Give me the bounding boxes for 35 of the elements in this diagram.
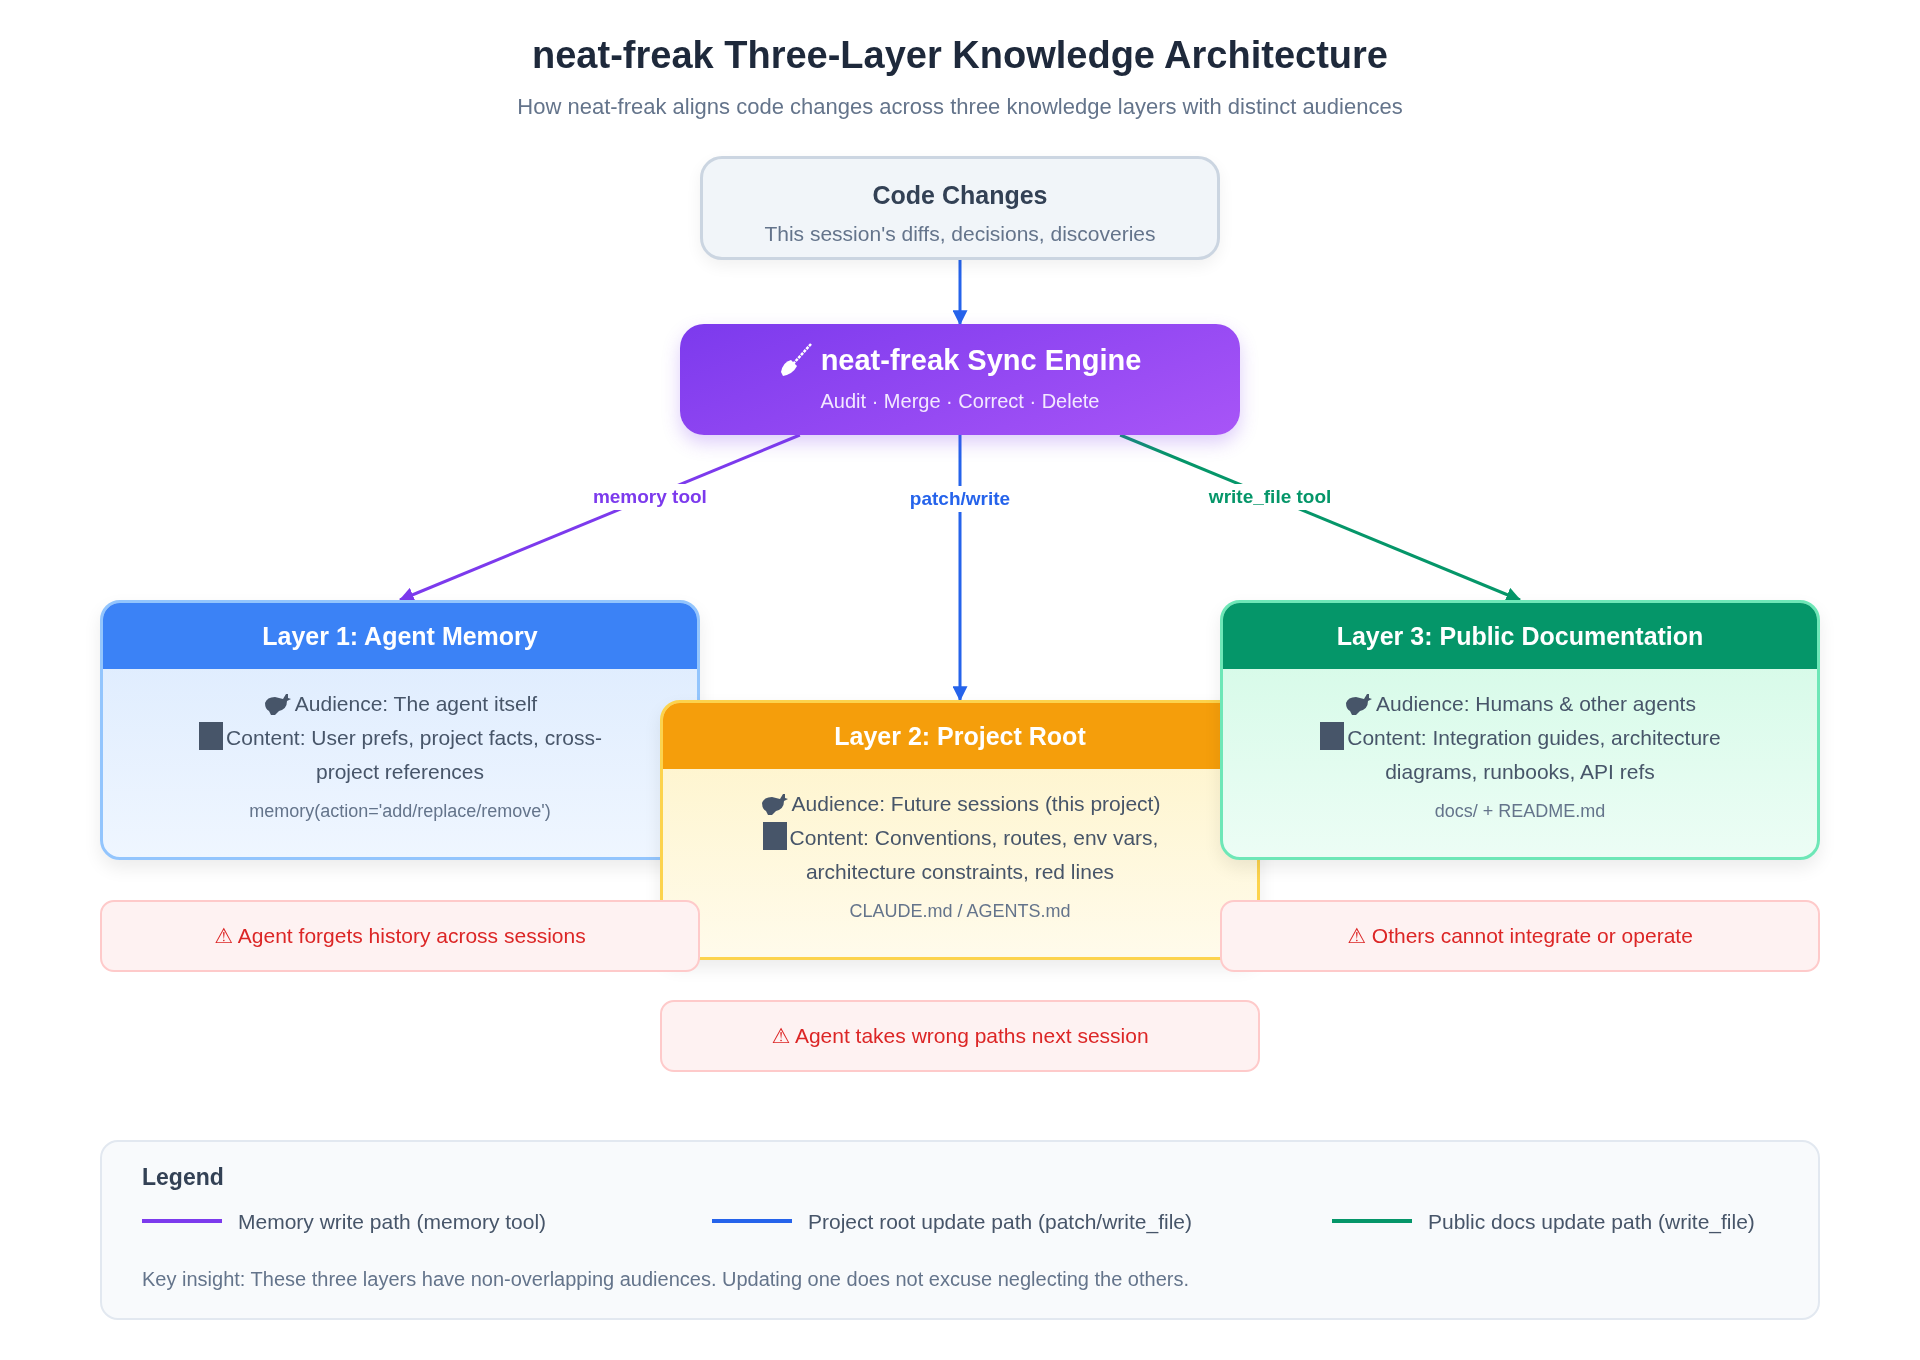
engine-title: neat-freak Sync Engine — [820, 343, 1142, 377]
warning-text: ⚠ Others cannot integrate or operate — [1347, 924, 1693, 948]
layer-card — [100, 600, 700, 860]
subtitle: How neat-freak aligns code changes across three knowledge layers with distinct audiences — [516, 94, 1404, 120]
layer-card — [1220, 600, 1820, 860]
warning-box — [100, 900, 700, 972]
legend-title: Legend — [142, 1164, 224, 1191]
file-path: CLAUDE.md / AGENTS.md — [849, 901, 1071, 922]
layer-header: Layer 1: Agent Memory — [103, 603, 697, 669]
warning-text: ⚠ Agent forgets history across sessions — [214, 924, 586, 948]
arrow — [952, 435, 968, 702]
box-title: Code Changes — [871, 181, 1049, 210]
box-subtitle: This session's diffs, decisions, discoveries — [763, 222, 1157, 246]
engine-box — [680, 324, 1240, 435]
audience-text: Audience: Humans & other agents — [1376, 692, 1696, 715]
layer-header: Layer 3: Public Documentation — [1223, 603, 1817, 669]
warning-box — [1220, 900, 1820, 972]
legend-text: Project root update path (patch/write_file) — [808, 1210, 1193, 1234]
content-text: Content: Conventions, routes, env vars, architecture constraints, red lines — [789, 826, 1159, 883]
warning-box — [660, 1000, 1260, 1072]
file-path: memory(action='add/replace/remove') — [249, 801, 551, 822]
warning-text: ⚠ Agent takes wrong paths next session — [771, 1024, 1149, 1048]
content-text: Content: Integration guides, architecture diagrams, runbooks, API refs — [1347, 726, 1721, 783]
legend-text: Public docs update path (write_file) — [1428, 1210, 1755, 1234]
note-text: Key insight: These three layers have non-overlapping audiences. Updating one does not excuse neglecting the others. — [142, 1268, 1189, 1291]
arrow — [952, 260, 968, 326]
content-text: Content: User prefs, project facts, cross-project references — [226, 726, 602, 783]
diagram-title: neat-freak Three-Layer Knowledge Architecture — [531, 34, 1389, 77]
legend-text: Memory write path (memory tool) — [238, 1210, 547, 1234]
source-box — [700, 156, 1220, 260]
audience-text: Audience: Future sessions (this project) — [791, 792, 1161, 815]
audience-text: Audience: The agent itself — [294, 692, 538, 715]
layer-card — [660, 700, 1260, 960]
step-list: Audit · Merge · Correct · Delete — [680, 390, 1240, 413]
file-path: docs/ + README.md — [1434, 801, 1606, 822]
